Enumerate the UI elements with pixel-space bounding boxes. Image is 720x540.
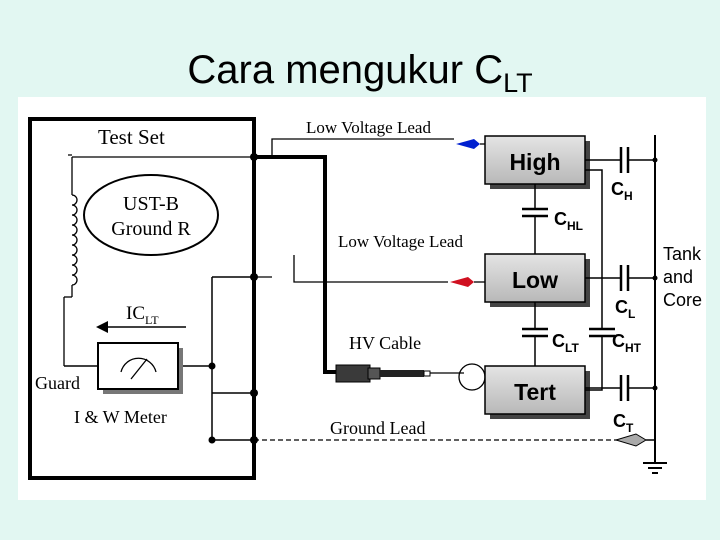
cap-cl-main: C bbox=[615, 297, 628, 317]
meter-dial bbox=[120, 357, 157, 373]
slide-title-subscript: LT bbox=[503, 68, 533, 98]
cap-clt-label: CLT bbox=[552, 331, 579, 355]
diagram-panel: Test Set UST-B Ground R ICLT Guard I & W… bbox=[18, 97, 706, 500]
current-label-sub: LT bbox=[145, 313, 159, 327]
low-lead-1-label: Low Voltage Lead bbox=[306, 118, 431, 137]
cap-cht-wire bbox=[585, 169, 603, 391]
supply-coil bbox=[68, 154, 78, 286]
current-label-main: IC bbox=[126, 303, 145, 324]
cap-cl-sub: L bbox=[628, 307, 635, 321]
cap-cht-main: C bbox=[612, 331, 625, 351]
tank-label-2: and bbox=[663, 267, 693, 287]
current-arrowhead bbox=[96, 321, 108, 333]
low-lead-2-connector bbox=[450, 277, 474, 287]
guard-label: Guard bbox=[35, 373, 80, 393]
cap-clt-sub: LT bbox=[565, 341, 579, 355]
cap-clt-main: C bbox=[552, 331, 565, 351]
ground-lead-clip bbox=[614, 433, 647, 447]
cap-cht-label: CHT bbox=[612, 331, 642, 355]
hv-cable-label: HV Cable bbox=[349, 333, 421, 353]
cap-ch-label: CH bbox=[611, 179, 633, 203]
slide-title-text: Cara mengukur C bbox=[187, 48, 504, 92]
slide-title: Cara mengukur CLT bbox=[0, 42, 720, 111]
hv-cable-loop bbox=[458, 363, 486, 391]
current-label: ICLT bbox=[126, 303, 159, 327]
low-lead-2-wire bbox=[254, 255, 448, 283]
low-lead-1-wire bbox=[271, 138, 454, 157]
transformer-test-diagram: Test Set UST-B Ground R ICLT Guard I & W… bbox=[28, 117, 702, 480]
meter-box bbox=[97, 342, 179, 390]
cap-ct-sub: T bbox=[626, 421, 634, 435]
winding-high-box bbox=[484, 135, 586, 185]
hv-cable-plug bbox=[335, 364, 371, 383]
cap-chl-label: CHL bbox=[554, 209, 583, 233]
winding-tert-label: Tert bbox=[514, 379, 556, 405]
mode-line1: UST-B bbox=[123, 193, 179, 215]
cap-ch-main: C bbox=[611, 179, 624, 199]
tank-label-1: Tank bbox=[663, 244, 702, 264]
mode-ellipse bbox=[83, 174, 219, 256]
cap-chl-sub: HL bbox=[567, 219, 583, 233]
low-lead-2-label: Low Voltage Lead bbox=[338, 232, 463, 251]
winding-high-label: High bbox=[509, 149, 560, 175]
meter-needle bbox=[130, 358, 148, 380]
mode-line2: Ground R bbox=[111, 218, 191, 240]
low-lead-1-connector bbox=[456, 139, 480, 149]
cap-cht-sub: HT bbox=[625, 341, 642, 355]
cap-ch-sub: H bbox=[624, 189, 633, 203]
hv-conductor bbox=[254, 155, 338, 374]
meter-label: I & W Meter bbox=[74, 407, 167, 427]
cap-cl-label: CL bbox=[615, 297, 635, 321]
winding-low-label: Low bbox=[512, 267, 558, 293]
cap-ct-label: CT bbox=[613, 411, 634, 435]
tank-label-3: Core bbox=[663, 290, 702, 310]
test-set-label: Test Set bbox=[98, 125, 165, 149]
ground-lead-label: Ground Lead bbox=[330, 418, 425, 438]
cap-ct-main: C bbox=[613, 411, 626, 431]
cap-chl-main: C bbox=[554, 209, 567, 229]
